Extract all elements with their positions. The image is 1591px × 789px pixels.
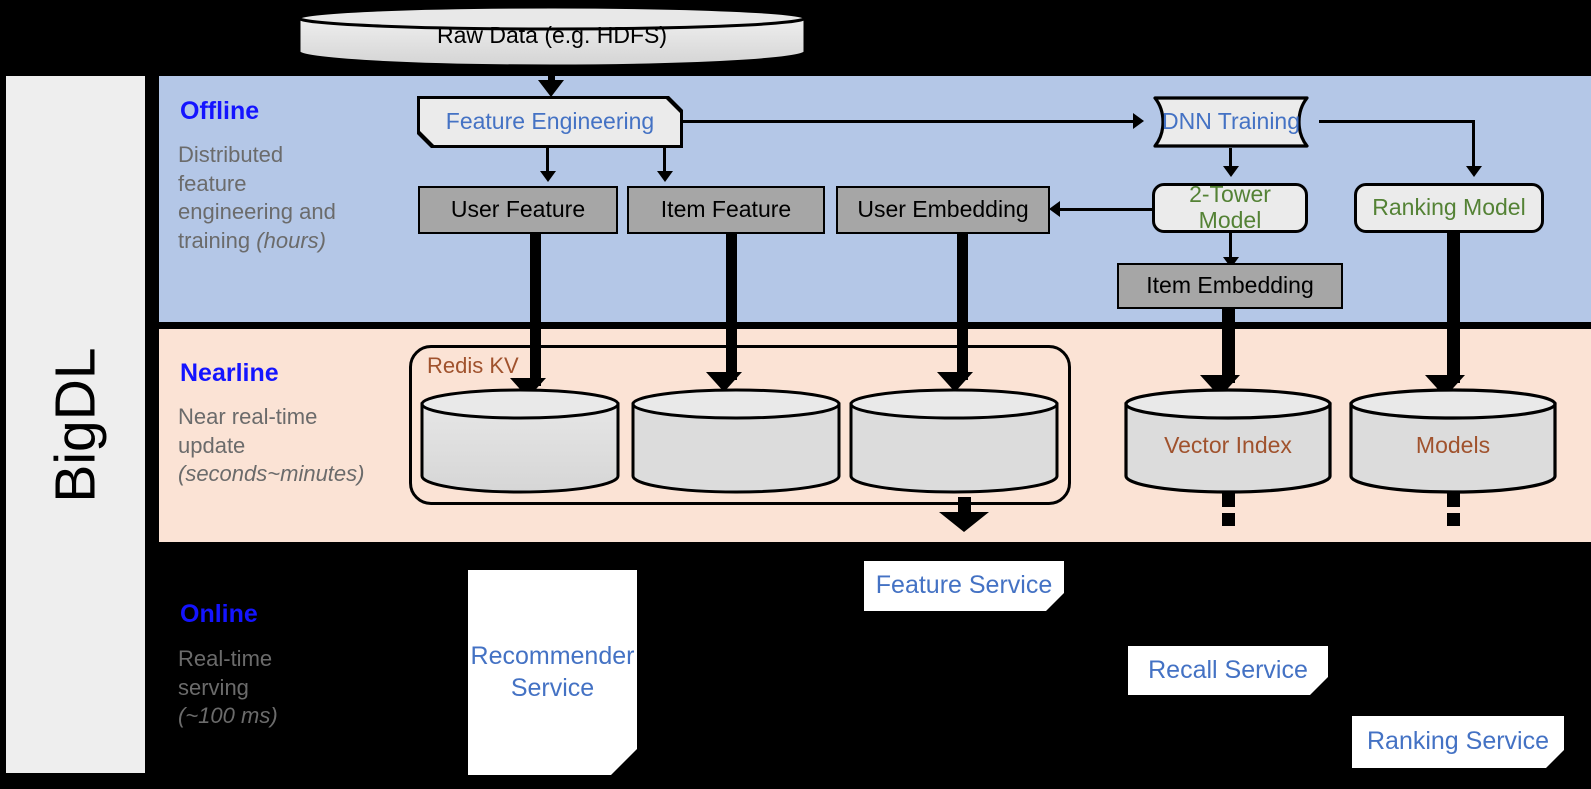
offline-subtitle-line4: training (hours) (178, 227, 326, 253)
arrowhead-rawdata-fe (538, 80, 564, 97)
arrowhead-fe-userfeature (540, 171, 556, 182)
nearline-subtitle-emphasis: (seconds~minutes) (178, 461, 365, 487)
connector-twotower-itemembedding (1229, 233, 1232, 259)
bigdl-framework-rail: BigDL (6, 76, 145, 773)
offline-subtitle: Distributed feature engineering and trai… (178, 141, 388, 255)
pipe-itemfeature-store (726, 234, 737, 380)
models-cylinder[interactable]: Models (1348, 388, 1558, 494)
dnn-training-box[interactable]: DNN Training (1143, 96, 1319, 148)
online-subtitle: Real-time serving (~100 ms) (178, 645, 408, 731)
pipe-models-ranking-seg2 (1447, 513, 1460, 526)
recall-service-doc[interactable]: Recall Service (1128, 646, 1328, 695)
recommender-service-doc[interactable]: Recommender Service (468, 570, 637, 775)
offline-title: Offline (180, 97, 260, 125)
user-embedding-box[interactable]: User Embedding (836, 186, 1050, 234)
pipe-itemembedding-vectorindex (1222, 309, 1235, 383)
online-subtitle-line2: serving (178, 674, 249, 700)
arrowhead-dnn-twotower (1223, 166, 1239, 177)
redis-kv-group (409, 345, 1071, 505)
arrowhead-twotower-userembedding (1049, 201, 1060, 217)
arrowhead-fe-dnn (1133, 113, 1144, 129)
feature-engineering-box[interactable]: Feature Engineering (420, 99, 680, 145)
pipe-userfeature-store (530, 234, 541, 386)
page-fold-icon (611, 749, 637, 775)
feature-service-label: Feature Service (875, 571, 1053, 600)
offline-subtitle-emphasis: (hours) (256, 227, 326, 253)
recommender-service-line1: Recommender (470, 642, 635, 671)
pipe-vectorindex-recall-seg2 (1222, 513, 1235, 526)
online-subtitle-line1: Real-time (178, 646, 273, 671)
online-title: Online (180, 600, 258, 628)
recall-service-label: Recall Service (1148, 655, 1308, 684)
arrowhead-userembedding-store (937, 372, 973, 392)
redis-kv-label: Redis KV (427, 353, 519, 378)
online-subtitle-emphasis: (~100 ms) (178, 703, 278, 729)
nearline-title: Nearline (180, 359, 279, 387)
connector-twotower-userembedding (1060, 208, 1160, 211)
pipe-vectorindex-recall-seg1 (1222, 492, 1235, 507)
dnn-training-label: DNN Training (1161, 108, 1301, 135)
nearline-subtitle-line2: update (178, 432, 246, 458)
bigdl-label: BigDL (43, 346, 108, 503)
connector-dnn-twotower (1229, 148, 1232, 168)
pipe-models-ranking-seg1 (1447, 492, 1460, 507)
item-feature-box[interactable]: Item Feature (627, 186, 825, 234)
user-feature-store-cylinder[interactable] (419, 388, 621, 494)
feature-service-doc[interactable]: Feature Service (864, 561, 1064, 611)
offline-subtitle-line1: Distributed (178, 142, 284, 167)
item-feature-store-cylinder[interactable] (630, 388, 842, 494)
ranking-model-box[interactable]: Ranking Model (1354, 183, 1544, 233)
connector-rawdata-fe (548, 66, 555, 84)
pipe-redis-featureservice (958, 497, 971, 513)
user-feature-box[interactable]: User Feature (418, 186, 618, 234)
vector-index-cylinder[interactable]: Vector Index (1123, 388, 1333, 494)
user-embedding-store-cylinder[interactable] (848, 388, 1060, 494)
offline-subtitle-line3: engineering and (178, 199, 336, 225)
arrowhead-fe-itemfeature (657, 171, 673, 182)
page-fold-icon (1310, 677, 1328, 695)
connector-dnn-ranking-h (1319, 120, 1475, 123)
ranking-service-label: Ranking Service (1366, 727, 1550, 756)
raw-data-cylinder: Raw Data (e.g. HDFS) (296, 4, 808, 66)
page-fold-icon (1046, 593, 1064, 611)
arrowhead-itemfeature-store (706, 372, 742, 392)
arrowhead-twotower-itemembedding (1223, 257, 1239, 268)
connector-fe-dnn (683, 120, 1135, 123)
recommender-service-line2: Service (510, 673, 595, 702)
two-tower-model-box[interactable]: 2-Tower Model (1152, 181, 1308, 233)
arrowhead-redis-featureservice (939, 512, 989, 532)
connector-dnn-ranking-v (1472, 120, 1475, 168)
pipe-rankingmodel-models (1447, 233, 1460, 383)
nearline-subtitle: Near real-time update (seconds~minutes) (178, 403, 418, 489)
page-fold-icon (1546, 750, 1564, 768)
arrowhead-dnn-ranking (1466, 166, 1482, 177)
connector-fe-itemfeature (663, 148, 666, 173)
item-embedding-box[interactable]: Item Embedding (1117, 263, 1343, 309)
offline-subtitle-line2: feature (178, 170, 247, 196)
pipe-userembedding-store (957, 234, 968, 380)
nearline-subtitle-line1: Near real-time (178, 404, 318, 429)
connector-fe-userfeature (546, 148, 549, 173)
ranking-service-doc[interactable]: Ranking Service (1352, 716, 1564, 768)
